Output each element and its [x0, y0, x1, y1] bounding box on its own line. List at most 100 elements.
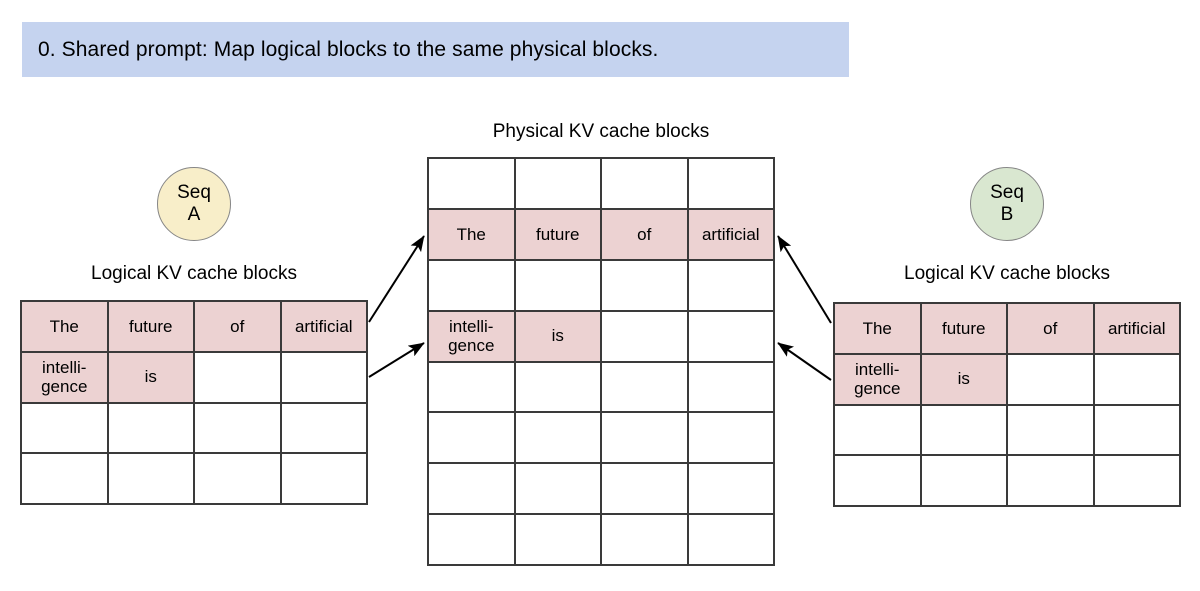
- kv-cell-text: is: [144, 367, 157, 387]
- kv-cell-r2-c1: intelli-gence: [22, 352, 109, 404]
- kv-cell-r3-c1: [835, 405, 922, 457]
- kv-cell-text: intelli-gence: [854, 359, 901, 399]
- kv-cell-text: is: [957, 369, 970, 389]
- kv-cell-r1-c1: The: [835, 304, 922, 355]
- kv-cell-r4-c2: [921, 456, 1008, 507]
- kv-cell-r1-c4: artificial: [1094, 304, 1181, 355]
- kv-cell-text: artificial: [701, 224, 760, 244]
- kv-cell-r5-c2: [515, 362, 602, 414]
- kv-cell-r2-c2: is: [108, 352, 195, 404]
- kv-cell-r3-c2: [515, 260, 602, 312]
- arrow-a-row2-to-physical-row4: [368, 342, 425, 378]
- kv-cell-text: artificial: [294, 316, 353, 336]
- seq-b-label-line2: B: [1000, 204, 1014, 225]
- logical-kv-cache-grid-a: The future of artificial intelli-gence is: [20, 300, 368, 505]
- kv-cell-r1-c1: The: [22, 302, 109, 353]
- kv-cell-r3-c1: [22, 403, 109, 455]
- kv-cell-r3-c1: [429, 260, 516, 312]
- kv-cell-r2-c3: [1008, 354, 1095, 406]
- kv-cell-r3-c3: [602, 260, 689, 312]
- kv-cell-text: The: [49, 316, 79, 336]
- kv-cell-r3-c2: [108, 403, 195, 455]
- logical-cache-caption-b: Logical KV cache blocks: [904, 263, 1110, 284]
- kv-cell-r3-c4: [1094, 405, 1181, 457]
- kv-cell-r3-c3: [1008, 405, 1095, 457]
- kv-cell-text: The: [862, 318, 892, 338]
- kv-cell-r2-c4: [1094, 354, 1181, 406]
- kv-cell-r1-c1: [429, 159, 516, 210]
- kv-cell-text: is: [551, 326, 564, 346]
- kv-cell-r4-c1: intelli-gence: [429, 311, 516, 363]
- kv-cell-text: intelli-gence: [448, 316, 495, 356]
- kv-cell-r6-c4: [688, 413, 775, 465]
- kv-cell-r1-c2: [515, 159, 602, 210]
- logical-cache-caption-a: Logical KV cache blocks: [91, 263, 297, 284]
- kv-cell-text: The: [456, 224, 486, 244]
- kv-cell-r4-c4: [281, 454, 368, 505]
- kv-cell-text: future: [536, 224, 580, 244]
- kv-cell-r1-c2: future: [108, 302, 195, 353]
- kv-cell-r2-c1: The: [429, 209, 516, 261]
- kv-cell-r2-c4: [281, 352, 368, 404]
- seq-a-label-line2: A: [187, 204, 201, 225]
- logical-kv-cache-grid-b: The future of artificial intelli-gence is: [833, 302, 1181, 507]
- kv-cell-r3-c2: [921, 405, 1008, 457]
- kv-cell-r5-c4: [688, 362, 775, 414]
- kv-cell-text: of: [1043, 318, 1058, 338]
- kv-cell-r7-c2: [515, 464, 602, 516]
- kv-cell-r7-c4: [688, 464, 775, 516]
- kv-cell-r6-c2: [515, 413, 602, 465]
- kv-cell-r8-c2: [515, 515, 602, 566]
- kv-cell-r8-c4: [688, 515, 775, 566]
- seq-a-label-line1: Seq: [177, 182, 211, 204]
- title-banner: 0. Shared prompt: Map logical blocks to …: [22, 22, 849, 77]
- kv-cell-r6-c1: [429, 413, 516, 465]
- page-title: 0. Shared prompt: Map logical blocks to …: [38, 37, 659, 61]
- kv-cell-r1-c4: artificial: [281, 302, 368, 353]
- kv-cell-r4-c1: [22, 454, 109, 505]
- seq-b-label-line1: Seq: [990, 182, 1024, 204]
- kv-cell-text: of: [637, 224, 652, 244]
- kv-cell-r1-c3: [602, 159, 689, 210]
- kv-cell-r4-c3: [195, 454, 282, 505]
- kv-cell-r2-c2: future: [515, 209, 602, 261]
- kv-cell-r1-c2: future: [921, 304, 1008, 355]
- kv-cell-r1-c3: of: [195, 302, 282, 353]
- seq-b-badge: Seq B: [970, 167, 1044, 241]
- kv-cell-r6-c3: [602, 413, 689, 465]
- seq-a-badge: Seq A: [157, 167, 231, 241]
- kv-cell-r5-c3: [602, 362, 689, 414]
- kv-cell-r1-c4: [688, 159, 775, 210]
- kv-cell-text: future: [129, 316, 173, 336]
- kv-cell-r7-c3: [602, 464, 689, 516]
- kv-cell-r4-c3: [1008, 456, 1095, 507]
- physical-cache-caption: Physical KV cache blocks: [492, 121, 710, 142]
- kv-cell-r4-c4: [1094, 456, 1181, 507]
- kv-cell-r2-c1: intelli-gence: [835, 354, 922, 406]
- kv-cell-text: of: [230, 316, 245, 336]
- kv-cell-r2-c3: [195, 352, 282, 404]
- kv-cell-text: intelli-gence: [41, 357, 88, 397]
- kv-cell-r5-c1: [429, 362, 516, 414]
- kv-cell-r2-c4: artificial: [688, 209, 775, 261]
- kv-cell-r4-c2: [108, 454, 195, 505]
- kv-cell-text: artificial: [1107, 318, 1166, 338]
- kv-cell-r2-c3: of: [602, 209, 689, 261]
- physical-kv-cache-grid: The future of artificial intelli-gence is: [427, 157, 775, 566]
- arrow-b-row1-to-physical-row2: [777, 235, 832, 324]
- kv-cell-r8-c1: [429, 515, 516, 566]
- kv-cell-r8-c3: [602, 515, 689, 566]
- kv-cell-r4-c1: [835, 456, 922, 507]
- kv-cell-r4-c3: [602, 311, 689, 363]
- kv-cell-r4-c4: [688, 311, 775, 363]
- kv-cell-r3-c4: [688, 260, 775, 312]
- arrow-b-row2-to-physical-row4: [777, 342, 832, 381]
- arrow-a-row1-to-physical-row2: [368, 235, 425, 323]
- kv-cell-r7-c1: [429, 464, 516, 516]
- kv-cell-text: future: [942, 318, 986, 338]
- kv-cell-r2-c2: is: [921, 354, 1008, 406]
- kv-cell-r4-c2: is: [515, 311, 602, 363]
- kv-cell-r3-c4: [281, 403, 368, 455]
- kv-cell-r1-c3: of: [1008, 304, 1095, 355]
- kv-cell-r3-c3: [195, 403, 282, 455]
